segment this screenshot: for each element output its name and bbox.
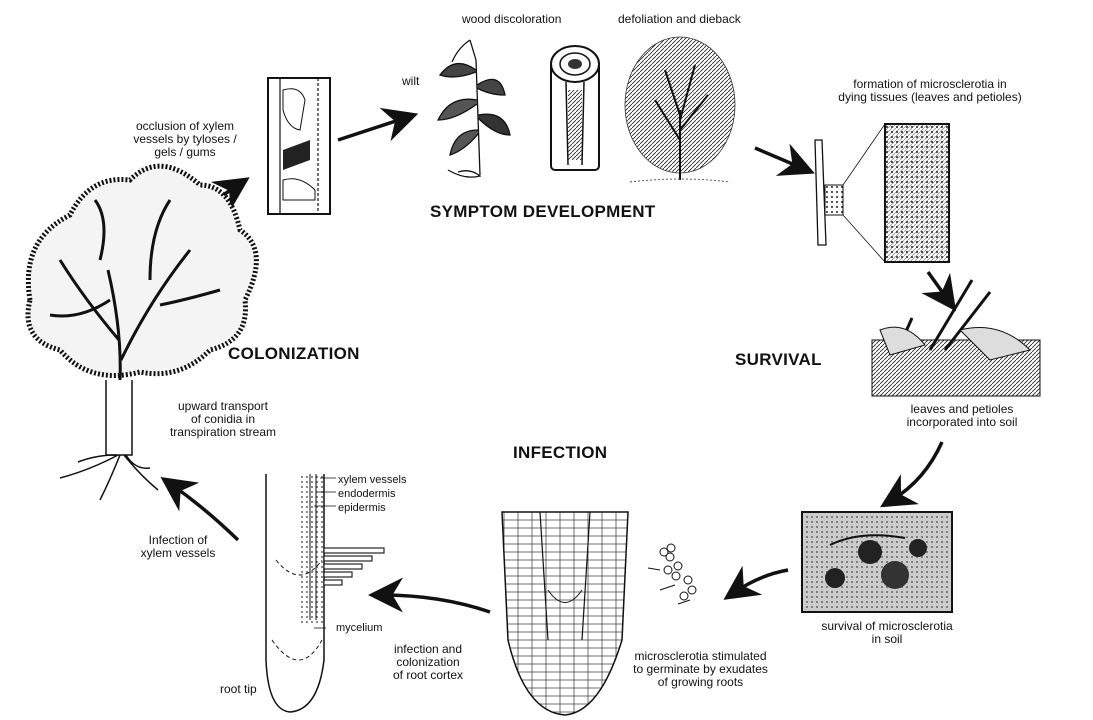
label-wilt: wilt xyxy=(402,75,419,88)
stage-symptom-development: SYMPTOM DEVELOPMENT xyxy=(430,202,655,222)
colonized-tree-illustration xyxy=(28,166,256,500)
stage-colonization: COLONIZATION xyxy=(228,344,360,364)
wood-discoloration-illustration xyxy=(551,46,599,170)
label-root-tip: root tip xyxy=(220,683,257,696)
label-xylem-vessels: xylem vessels xyxy=(338,474,406,486)
label-microsclerotia-formation: formation of microsclerotia in dying tis… xyxy=(800,78,1060,104)
label-epidermis: epidermis xyxy=(338,502,386,514)
arrow-xylem-to-wilt xyxy=(338,118,405,140)
label-leaves-incorporated: leaves and petioles incorporated into so… xyxy=(872,403,1052,429)
defoliated-tree-illustration xyxy=(625,37,735,182)
label-defoliation: defoliation and dieback xyxy=(618,13,741,26)
label-infection-xylem: Infection of xylem vessels xyxy=(118,534,238,560)
label-endodermis: endodermis xyxy=(338,488,395,500)
label-survival-microsclerotia: survival of microsclerotia in soil xyxy=(792,620,982,646)
soil-microsclerotia-illustration xyxy=(802,512,952,612)
arrow-microsclerotia-to-soil xyxy=(928,272,948,300)
label-upward-transport: upward transport of conidia in transpira… xyxy=(138,400,308,439)
arrow-soil-to-germination xyxy=(735,570,788,592)
wilt-plant-illustration xyxy=(438,40,510,177)
microsclerotia-tissue-illustration xyxy=(815,124,949,262)
label-occlusion: occlusion of xylem vessels by tyloses / … xyxy=(110,120,260,159)
label-infection-cortex: infection and colonization of root corte… xyxy=(368,643,488,682)
label-mycelium: mycelium xyxy=(336,622,382,634)
arrow-root-to-tree xyxy=(172,485,238,540)
stage-infection: INFECTION xyxy=(513,443,607,463)
arrow-germination-to-root xyxy=(382,595,490,612)
xylem-vessel-illustration xyxy=(268,78,330,214)
stage-survival: SURVIVAL xyxy=(735,350,822,370)
arrow-survival-to-soil xyxy=(892,442,942,500)
arrow-symptom-to-microsclerotia xyxy=(755,148,802,168)
leaves-in-soil-illustration xyxy=(872,280,1040,396)
label-wood-discoloration: wood discoloration xyxy=(462,13,561,26)
germinating-microsclerotia-illustration xyxy=(648,544,696,604)
label-germinate: microsclerotia stimulated to germinate b… xyxy=(608,650,793,689)
